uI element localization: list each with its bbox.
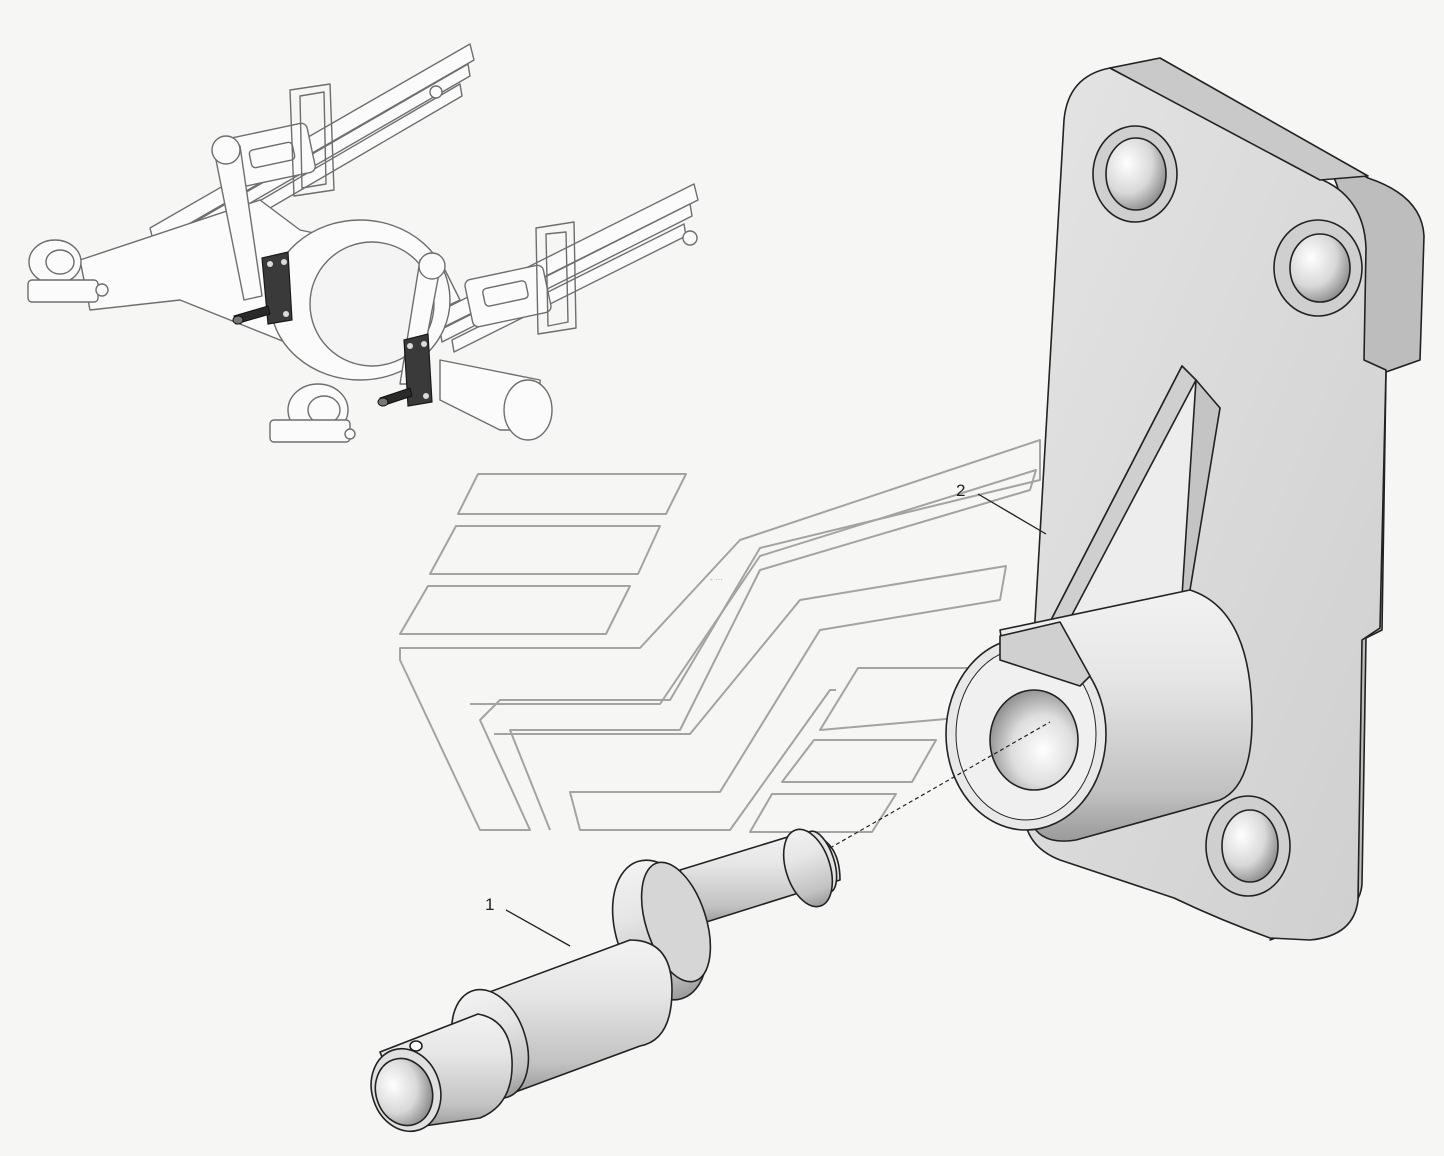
callout-2: 2 (956, 481, 1047, 535)
assembly-context-illustration (27, 43, 699, 443)
callout-2-number: 2 (956, 481, 965, 500)
highlighted-bracket-front (377, 333, 433, 407)
callout-1-number: 1 (485, 895, 494, 914)
bracket-mounting-hole-bottom (1205, 795, 1291, 897)
bracket-mounting-hole-top-right (1273, 219, 1363, 317)
callout-1: 1 (485, 895, 571, 947)
bracket-boss-bore (989, 689, 1079, 791)
svg-text:- ···: - ··· (710, 575, 723, 584)
part-2-bracket (945, 57, 1425, 941)
part-1-pin (370, 828, 841, 1133)
watermark-logo: - ··· (399, 439, 1041, 833)
pin-cross-hole (409, 1040, 423, 1052)
callout-1-leader (505, 909, 571, 947)
bracket-mounting-hole-top-left (1092, 125, 1178, 223)
callout-2-leader (977, 493, 1047, 535)
assembly-center-line (829, 721, 1051, 849)
leaf-spring-rear (149, 43, 475, 245)
highlighted-bracket-rear (232, 251, 293, 325)
